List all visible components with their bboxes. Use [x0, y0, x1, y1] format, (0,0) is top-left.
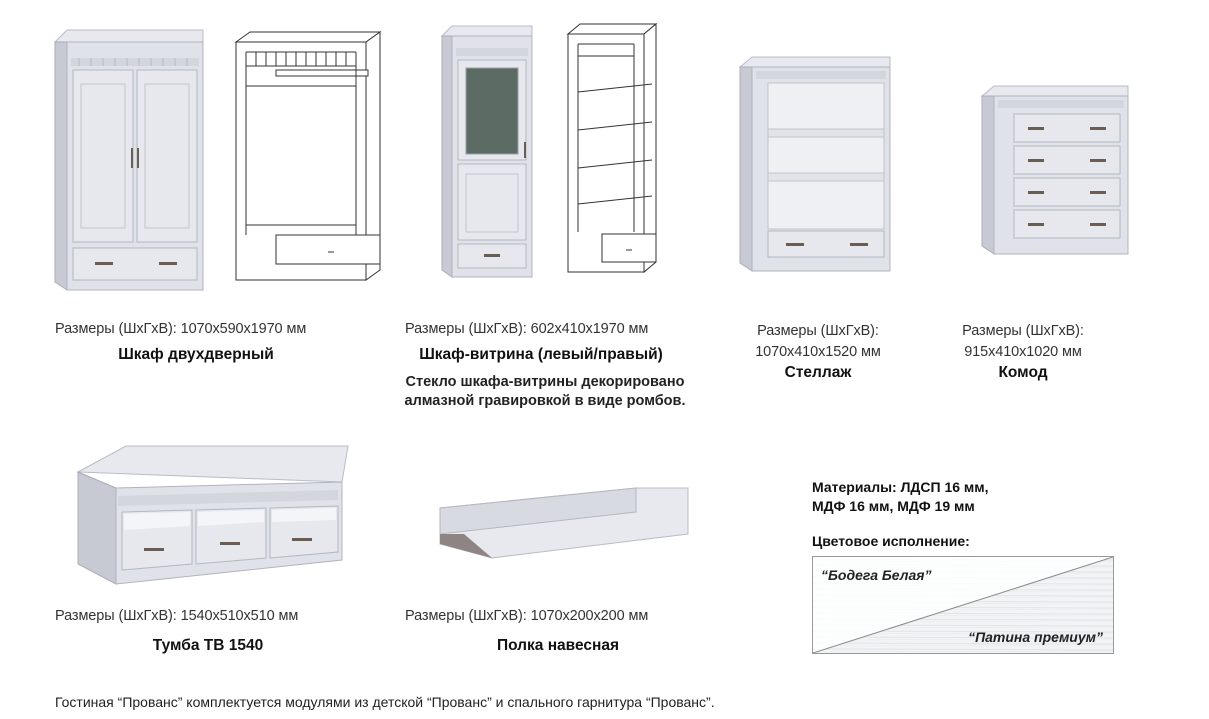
wardrobe-open-drawing [234, 31, 382, 281]
swatch-label-patina: “Патина премиум” [968, 629, 1103, 645]
materials-line: МДФ 16 мм, МДФ 19 мм [812, 498, 975, 514]
item-dimensions: Размеры (ШхГхВ): [962, 323, 1084, 339]
display-cabinet-image [440, 25, 533, 278]
item-name: Комод [998, 364, 1048, 381]
item-dimensions: Размеры (ШхГхВ): 1070х590х1970 мм [55, 321, 307, 337]
tv-stand-image [76, 445, 349, 585]
swatch-label-bodega: “Бодега Белая” [821, 567, 932, 583]
item-note-line: алмазной гравировкой в виде ромбов. [404, 393, 686, 409]
wall-shelf-image [439, 487, 689, 559]
item-name: Тумба ТВ 1540 [152, 637, 264, 654]
item-dimensions: Размеры (ШхГхВ): 602х410х1970 мм [405, 321, 649, 337]
item-dimensions: 1070х410х1520 мм [755, 344, 881, 360]
materials-line: Материалы: ЛДСП 16 мм, [812, 479, 989, 495]
item-dimensions: Размеры (ШхГхВ): 1540х510х510 мм [55, 608, 299, 624]
item-note-line: Стекло шкафа-витрины декорировано [405, 374, 685, 390]
chest-of-drawers-image [980, 85, 1129, 255]
footer-note: Гостиная “Прованс” комплектуется модулям… [55, 694, 715, 710]
item-name: Стеллаж [784, 364, 852, 381]
wardrobe-image [53, 29, 204, 291]
color-title: Цветовое исполнение: [812, 533, 970, 549]
shelving-unit-image [738, 56, 891, 272]
item-dimensions: Размеры (ШхГхВ): [757, 323, 879, 339]
item-dimensions: Размеры (ШхГхВ): 1070х200х200 мм [405, 608, 649, 624]
item-name: Шкаф-витрина (левый/правый) [419, 346, 663, 363]
color-swatch: “Бодега Белая” “Патина премиум” [812, 556, 1114, 654]
item-name: Шкаф двухдверный [118, 346, 274, 363]
item-dimensions: 915х410х1020 мм [964, 344, 1082, 360]
display-cabinet-drawing [566, 22, 658, 274]
item-name: Полка навесная [496, 637, 620, 654]
swatch-background [813, 557, 1113, 653]
